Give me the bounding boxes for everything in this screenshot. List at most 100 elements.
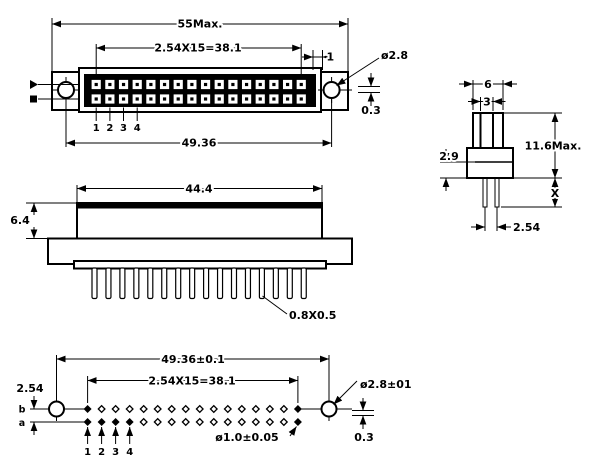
contact-pin-center [258, 97, 262, 101]
contact-pin-center [231, 97, 235, 101]
side-view [26, 185, 353, 315]
contact-pin-center [285, 82, 290, 87]
contact-pin-center [162, 97, 167, 101]
dim-row-pitch-label: 2.54 [16, 382, 43, 395]
contact-pin-center [299, 82, 303, 87]
contact-pin-center [190, 82, 194, 87]
contact-hole [111, 404, 120, 414]
contact-hole [167, 404, 176, 414]
contact-hole [167, 417, 176, 427]
contact-hole [209, 417, 218, 427]
contact-hole [237, 404, 247, 414]
contact-pin-center [258, 82, 262, 87]
contact-hole [265, 417, 275, 427]
contact-hole-pattern [83, 404, 302, 427]
dim-mount-hole-dia-label: ø2.8 [381, 49, 408, 62]
contact-hole [237, 417, 247, 427]
side-insulator-top-band [77, 203, 322, 209]
pin-number: 1 [93, 123, 100, 134]
contact-pin-center [149, 97, 153, 101]
solder-pin [133, 267, 140, 300]
contact-pin-center [190, 97, 194, 101]
contact-pin-center [244, 97, 249, 101]
contact-hole-filled [83, 405, 92, 413]
end-base [466, 147, 514, 179]
contact-pin-center [217, 82, 221, 87]
dim-offset-label: 0.3 [361, 104, 381, 117]
contact-pin-center [94, 97, 98, 101]
contact-pin-center [135, 82, 139, 87]
dim-mount-span-label: 49.36 [182, 137, 217, 150]
solder-pin [230, 267, 238, 300]
dim-pin-protrusion-label: X [551, 187, 560, 200]
solder-pin [91, 267, 98, 300]
front-contact-band [84, 74, 316, 107]
end-view [440, 80, 562, 231]
contact-pin-center [203, 82, 208, 87]
contact-hole [153, 417, 162, 427]
solder-pin [203, 267, 210, 300]
front-contact-pins [91, 79, 306, 104]
front-view [30, 18, 380, 147]
contact-hole-filled [293, 405, 302, 413]
side-flange-step [73, 260, 327, 270]
solder-pin [147, 267, 154, 300]
solder-pin [258, 267, 265, 300]
contact-hole [279, 417, 289, 427]
contact-hole-filled [293, 418, 302, 426]
contact-hole-dia-leader [288, 426, 297, 437]
solder-pin [244, 267, 252, 300]
side-insulator [76, 202, 323, 240]
contact-hole [223, 417, 233, 427]
contact-pin-center [121, 97, 126, 101]
row-a-label: a [19, 418, 25, 429]
side-solder-pins [91, 267, 307, 300]
row-b-label: b [19, 405, 26, 416]
contact-pin-center [108, 97, 112, 101]
solder-pin [189, 267, 196, 300]
dim-edge-gap-label: 1 [327, 51, 335, 64]
contact-pin-center [299, 97, 303, 101]
contact-hole-filled [125, 418, 134, 426]
dim-insulator-width-label: 44.4 [185, 183, 212, 196]
dim-body-height-label: 11.6Max. [525, 140, 582, 153]
solder-pin [119, 267, 126, 300]
contact-pin-center [203, 97, 208, 101]
dim-overall-width-label: 55Max. [178, 18, 223, 31]
row-a-marker-icon [30, 95, 37, 103]
contact-hole [195, 404, 204, 414]
dim-contact-pitch-label: 2.54X15=38.1 [154, 42, 241, 55]
contact-pin-center [244, 82, 249, 87]
contact-pin-center [176, 97, 180, 101]
contact-pin-center [272, 82, 276, 87]
dim-body-width-label: 6 [484, 78, 492, 91]
contact-pin-center [149, 82, 153, 87]
dim-insulator-height-label: 6.4 [10, 214, 30, 227]
pin-section-leader [262, 295, 288, 315]
dim-contact-hole-dia-label: ø1.0±0.05 [215, 431, 278, 444]
pin-number: 2 [98, 447, 105, 458]
contact-hole [251, 417, 261, 427]
end-header [472, 112, 504, 149]
contact-pin-center [231, 82, 235, 87]
contact-hole [251, 404, 261, 414]
solder-pin [300, 267, 307, 300]
pin-number: 2 [106, 123, 113, 134]
contact-hole [195, 417, 204, 427]
contact-hole [153, 404, 162, 414]
dimension-labels: 55Max. 2.54X15=38.1 1 ø2.8 0.3 49.36 1 2… [8, 16, 583, 461]
contact-pin-center [217, 97, 221, 101]
contact-hole [279, 404, 289, 414]
solder-pin [175, 267, 182, 300]
solder-pin [105, 267, 112, 300]
dim-pin-pitch-label: 2.54 [513, 221, 540, 234]
dim-pin-section-label: 0.8X0.5 [289, 309, 336, 322]
solder-pin [272, 267, 279, 300]
dim-offset-label: 0.3 [354, 431, 374, 444]
contact-pin-center [162, 82, 167, 87]
contact-hole-filled [83, 418, 92, 426]
contact-pin-center [121, 82, 126, 87]
contact-hole [181, 417, 190, 427]
